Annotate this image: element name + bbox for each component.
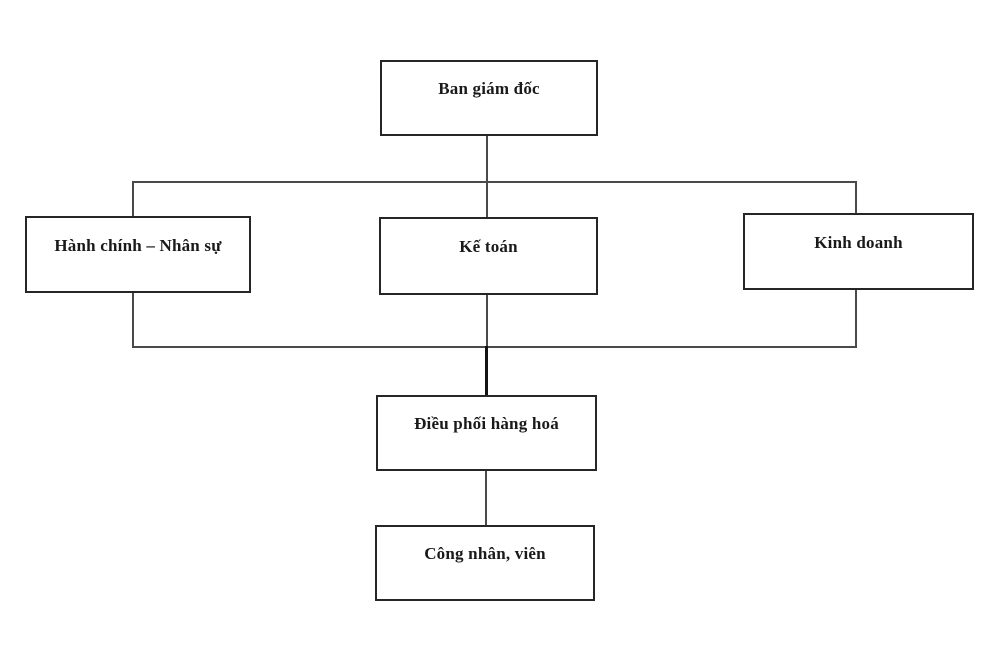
node-board: Ban giám đốc	[380, 60, 598, 136]
node-accounting-label: Kế toán	[459, 237, 518, 256]
connector-rail-top	[132, 181, 857, 183]
connector-accounting-top	[486, 182, 488, 217]
node-sales: Kinh doanh	[743, 213, 974, 290]
node-sales-label: Kinh doanh	[814, 232, 903, 252]
node-coordination-label: Điều phối hàng hoá	[414, 414, 559, 433]
node-admin-hr-label: Hành chính – Nhân sự	[54, 235, 222, 255]
connector-admin-bottom	[132, 293, 134, 347]
connector-staff-link	[485, 471, 487, 525]
node-staff: Công nhân, viên	[375, 525, 595, 601]
connector-coordination-trunk	[485, 346, 488, 395]
connector-sales-top	[855, 182, 857, 213]
connector-accounting-bottom	[486, 295, 488, 346]
connector-board-drop	[486, 136, 488, 182]
connector-sales-bottom	[855, 290, 857, 347]
node-coordination: Điều phối hàng hoá	[376, 395, 597, 471]
node-admin-hr: Hành chính – Nhân sự	[25, 216, 251, 293]
node-accounting: Kế toán	[379, 217, 598, 295]
node-staff-label: Công nhân, viên	[424, 544, 546, 563]
node-board-label: Ban giám đốc	[438, 79, 540, 98]
connector-admin-top	[132, 182, 134, 216]
connector-rail-bottom	[132, 346, 857, 348]
